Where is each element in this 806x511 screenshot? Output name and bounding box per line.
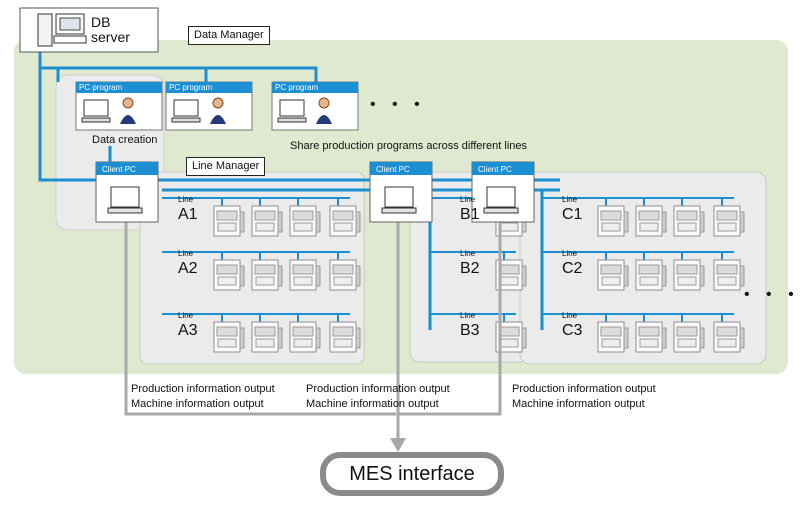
mounter-machine-icon: [635, 259, 667, 291]
mounter-machine-icon: [597, 321, 629, 353]
more-pc-programs-dots: • • •: [370, 96, 426, 113]
line-name: B2: [460, 260, 480, 277]
mes-arrow-head: [390, 438, 406, 452]
mounter-machine-icon: [673, 321, 705, 353]
mounter-machine-icon: [713, 321, 745, 353]
output-a: Production information output Machine in…: [131, 382, 275, 412]
pc-program-header: PC program: [79, 83, 122, 92]
db-server-label-line2: server: [91, 29, 130, 45]
line-name: A2: [178, 260, 198, 277]
line-caption: Line: [562, 195, 578, 204]
more-lines-dots: • • •: [744, 286, 800, 303]
line-a2-group: [162, 251, 361, 291]
mounter-machine-icon: [635, 205, 667, 237]
mounter-machine-icon: [213, 321, 245, 353]
mounter-machine-icon: [713, 205, 745, 237]
mounter-machine-icon: [289, 259, 321, 291]
pc-programs-layer: PC program PC program PC program: [75, 81, 359, 131]
line-c1-group: [542, 197, 745, 237]
line-a3-group: [162, 313, 361, 353]
mounter-machine-icon: [251, 205, 283, 237]
mounter-machine-icon: [251, 321, 283, 353]
client-pc-header: Client PC: [102, 165, 136, 174]
line-caption: Line: [460, 311, 476, 320]
mes-interface: MES interface: [320, 452, 504, 496]
line-caption: Line: [178, 311, 194, 320]
line-name: A3: [178, 322, 198, 339]
output-b-machine: Machine information output: [306, 398, 439, 410]
mounter-machine-icon: [329, 205, 361, 237]
mes-arrows: [124, 222, 502, 444]
mounter-machine-icon: [329, 259, 361, 291]
line-manager-label: Line Manager: [186, 157, 266, 176]
mounter-machine-icon: [213, 259, 245, 291]
mounter-machine-icon: [289, 321, 321, 353]
db-server-label-line1: DB: [91, 14, 111, 30]
line-c2-group: [542, 251, 745, 291]
line-name: B3: [460, 322, 480, 339]
output-a-production: Production information output: [131, 383, 275, 395]
pc-program-card: PC program: [271, 81, 359, 131]
line-name: A1: [178, 206, 198, 223]
db-server-label: DB server: [91, 15, 130, 45]
line-caption: Line: [460, 195, 476, 204]
mounter-machine-icon: [289, 205, 321, 237]
mounter-machine-icon: [635, 321, 667, 353]
line-name: C1: [562, 206, 583, 223]
output-c: Production information output Machine in…: [512, 382, 656, 412]
client-pc-card: Client PC: [95, 161, 159, 223]
pc-program-header: PC program: [169, 83, 212, 92]
db-server-icon: [19, 7, 159, 53]
pc-program-header: PC program: [275, 83, 318, 92]
mounter-machine-icon: [713, 259, 745, 291]
mounter-machine-icon: [597, 205, 629, 237]
data-manager-label: Data Manager: [188, 26, 270, 45]
line-c3-group: [542, 313, 745, 353]
output-c-machine: Machine information output: [512, 398, 645, 410]
client-pc-card: Client PC: [369, 161, 433, 223]
output-a-machine: Machine information output: [131, 398, 264, 410]
output-b-production: Production information output: [306, 383, 450, 395]
client-pc-header: Client PC: [376, 165, 410, 174]
client-pc-card: Client PC: [471, 161, 535, 223]
mounter-machine-icon: [329, 321, 361, 353]
line-name: C2: [562, 260, 583, 277]
line-caption: Line: [178, 195, 194, 204]
data-creation-label: Data creation: [92, 134, 158, 146]
client-pcs-layer: Client PC Client PC Client PC: [95, 161, 535, 223]
line-caption: Line: [562, 249, 578, 258]
line-caption: Line: [562, 311, 578, 320]
output-b: Production information output Machine in…: [306, 382, 450, 412]
share-programs-text: Share production programs across differe…: [290, 140, 528, 152]
line-caption: Line: [460, 249, 476, 258]
mounter-machine-icon: [673, 205, 705, 237]
client-pc-header: Client PC: [478, 165, 512, 174]
mounter-machine-icon: [251, 259, 283, 291]
line-name: B1: [460, 206, 480, 223]
pc-program-card: PC program: [75, 81, 163, 131]
line-a1-group: [162, 197, 361, 237]
output-c-production: Production information output: [512, 383, 656, 395]
line-name: C3: [562, 322, 583, 339]
line-caption: Line: [178, 249, 194, 258]
mounter-machine-icon: [597, 259, 629, 291]
mounter-machine-icon: [213, 205, 245, 237]
pc-program-card: PC program: [165, 81, 253, 131]
mounter-machine-icon: [673, 259, 705, 291]
